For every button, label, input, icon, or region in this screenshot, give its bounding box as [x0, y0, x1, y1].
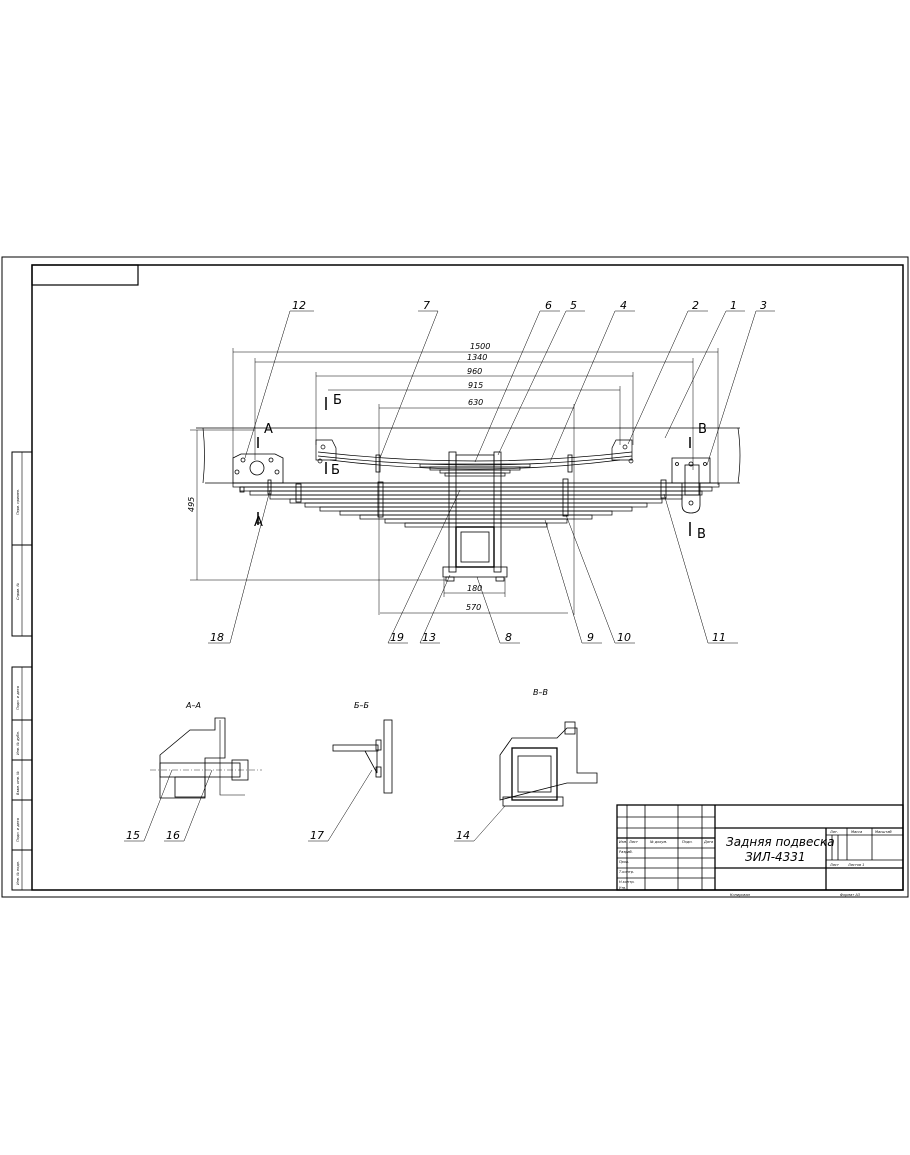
callout-9: 9 [587, 631, 594, 644]
dim-180: 180 [467, 584, 482, 593]
callout-1: 1 [730, 299, 737, 312]
callout-8: 8 [505, 631, 512, 644]
callout-17: 17 [310, 829, 324, 842]
section-mark-v-end: В [697, 527, 706, 542]
stamp-label: Справ. № [16, 583, 20, 600]
callout-3: 3 [760, 299, 767, 312]
dimensions [190, 348, 719, 615]
callout-numbers: 12 7 6 5 4 2 1 3 18 19 13 8 9 10 11 15 1… [126, 299, 767, 842]
tb-mass: Масса [851, 830, 862, 834]
auxiliary-leaf-spring [315, 439, 634, 477]
stamp-label: Подп. и дата [16, 686, 20, 710]
section-view-bb [332, 719, 393, 794]
callout-11: 11 [712, 631, 726, 644]
section-view-vv [499, 721, 598, 807]
callout-7: 7 [423, 299, 430, 312]
tb-row: Утв. [619, 886, 626, 890]
callout-4: 4 [620, 299, 627, 312]
tb-sheet: Лист [829, 863, 840, 867]
margin-stamps: Перв. примен. Справ. № Подп. и дата Инв.… [11, 451, 33, 891]
callout-15: 15 [126, 829, 140, 842]
tb-col-sheet: Лист [628, 840, 639, 844]
tb-col-doc: № докум. [649, 840, 667, 844]
section-marks: А А Б Б В В [254, 393, 707, 542]
u-bolts-and-axle [442, 451, 508, 582]
title-block [616, 804, 904, 891]
stamp-label: Взам. инв. № [16, 771, 20, 795]
dim-630: 630 [468, 398, 483, 407]
main-leaf-spring [232, 482, 720, 528]
section-title-bb: Б–Б [354, 701, 369, 710]
tb-row: Пров. [619, 860, 629, 864]
tb-scale: Масштаб [875, 830, 892, 834]
tb-row: Разраб. [619, 850, 633, 854]
copied-label: Копировал [730, 893, 751, 897]
callout-19: 19 [390, 631, 404, 644]
tb-col-change: Изм. [619, 840, 627, 844]
callout-18: 18 [210, 631, 224, 644]
tb-sheets: Листов 1 [847, 863, 864, 867]
dim-915: 915 [468, 381, 483, 390]
drawing-title: Задняя подвеска [726, 835, 835, 849]
section-mark-v: В [698, 422, 707, 437]
tb-col-date: Дата [703, 840, 713, 844]
stamp-label: Инв. № дубл. [16, 731, 20, 755]
callout-5: 5 [570, 299, 577, 312]
callout-14: 14 [456, 829, 470, 842]
callout-6: 6 [545, 299, 552, 312]
spring-clamps [295, 454, 667, 518]
stamp-label: Подп. и дата [16, 818, 20, 842]
dim-1500: 1500 [470, 342, 490, 351]
dim-570: 570 [466, 603, 481, 612]
dim-495: 495 [187, 497, 196, 512]
section-title-vv: В–В [533, 688, 548, 697]
tb-row: Т.контр. [619, 870, 634, 874]
tb-col-sign: Подп. [682, 840, 693, 844]
section-title-aa: А–А [185, 701, 201, 710]
stamp-label: Перв. примен. [16, 489, 20, 515]
callout-13: 13 [422, 631, 436, 644]
top-left-box [31, 264, 139, 286]
tb-lit: Лит. [829, 830, 838, 834]
drawing-designation: ЗИЛ-4331 [745, 850, 806, 864]
callout-10: 10 [617, 631, 631, 644]
section-view-aa [150, 717, 262, 799]
section-mark-b-end: Б [331, 463, 340, 478]
outer-border [1, 256, 909, 898]
callout-2: 2 [692, 299, 699, 312]
front-bracket [232, 453, 284, 495]
section-mark-b: Б [333, 393, 342, 408]
callout-16: 16 [166, 829, 180, 842]
format-label: Формат А3 [840, 893, 860, 897]
dim-960: 960 [467, 367, 482, 376]
tb-row: Н.контр. [619, 880, 635, 884]
dimension-labels: 1500 1340 960 915 630 495 180 570 [187, 342, 490, 612]
stamp-label: Инв. № подл. [16, 861, 20, 885]
dim-1340: 1340 [467, 353, 487, 362]
section-mark-a: А [264, 422, 273, 437]
callout-12: 12 [292, 299, 306, 312]
callout-leaders [124, 310, 775, 842]
rear-bracket [671, 457, 711, 514]
